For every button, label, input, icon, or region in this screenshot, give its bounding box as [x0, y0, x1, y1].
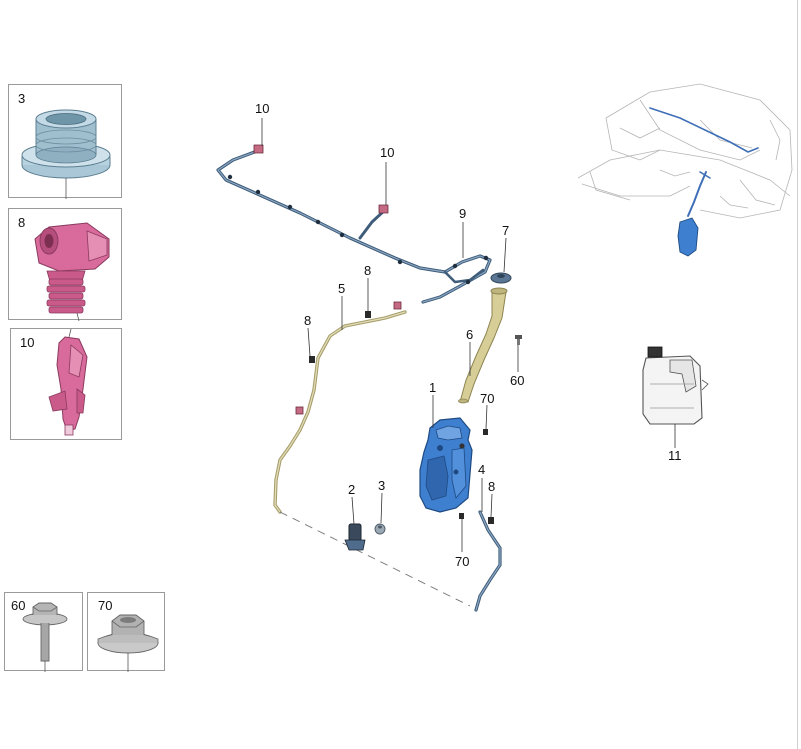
- callout-3: 3: [378, 478, 385, 493]
- page-right-border: [797, 0, 798, 749]
- leader-line: [485, 404, 488, 430]
- filler-cap-7[interactable]: [490, 272, 512, 284]
- callout-70-b: 70: [455, 554, 469, 569]
- vehicle-overview: [577, 83, 793, 219]
- hose-connector-icon: [48, 329, 88, 436]
- callout-9: 9: [459, 206, 466, 221]
- inset-number: 60: [11, 598, 26, 613]
- inset-number: 70: [98, 598, 113, 613]
- fluid-canister-11[interactable]: [642, 346, 709, 425]
- callout-4: 4: [478, 462, 485, 477]
- inset-number: 8: [18, 215, 26, 230]
- seal-3[interactable]: [374, 523, 386, 535]
- callout-7: 7: [502, 223, 509, 238]
- flange-nut-icon: [97, 614, 159, 672]
- vehicle-overview-washer-highlight: [649, 107, 759, 257]
- bolt-icon: [22, 602, 68, 672]
- hose-assembly-9[interactable]: [216, 144, 492, 304]
- nozzle-boot-icon: [34, 222, 110, 321]
- inset-number: 3: [18, 91, 26, 106]
- callout-8-a: 8: [364, 263, 371, 278]
- washer-pump-2[interactable]: [344, 523, 366, 551]
- inset-part-3[interactable]: 3: [8, 84, 122, 199]
- callout-11: 11: [668, 448, 682, 463]
- callout-60: 60: [510, 373, 524, 388]
- nut-70-upper[interactable]: [459, 429, 488, 449]
- grommet-seal-icon: [21, 109, 111, 199]
- leader-line: [380, 492, 383, 524]
- inset-part-60[interactable]: 60: [4, 592, 83, 672]
- callout-1: 1: [429, 380, 436, 395]
- callout-2: 2: [348, 482, 355, 497]
- filler-neck-6[interactable]: [458, 287, 508, 404]
- hose-5[interactable]: [273, 301, 407, 514]
- leader-line: [503, 237, 507, 273]
- leader-line: [351, 496, 355, 525]
- leader-line: [490, 493, 493, 518]
- callout-6: 6: [466, 327, 473, 342]
- callout-10-b: 10: [380, 145, 394, 160]
- inset-part-70[interactable]: 70: [87, 592, 165, 672]
- inset-part-10[interactable]: 10: [10, 328, 122, 440]
- nut-70-lower[interactable]: [459, 513, 464, 519]
- bolt-60[interactable]: [515, 335, 522, 345]
- washer-reservoir-1[interactable]: [419, 417, 473, 513]
- hose-4[interactable]: [474, 510, 502, 612]
- inset-number: 10: [20, 335, 35, 350]
- callout-10-a: 10: [255, 101, 269, 116]
- assembly-dashed-line: [279, 511, 471, 607]
- callout-70-a: 70: [480, 391, 494, 406]
- callout-5: 5: [338, 281, 345, 296]
- callout-8-c: 8: [488, 479, 495, 494]
- leader-line: [307, 327, 311, 357]
- inset-part-8[interactable]: 8: [8, 208, 122, 321]
- callout-8-b: 8: [304, 313, 311, 328]
